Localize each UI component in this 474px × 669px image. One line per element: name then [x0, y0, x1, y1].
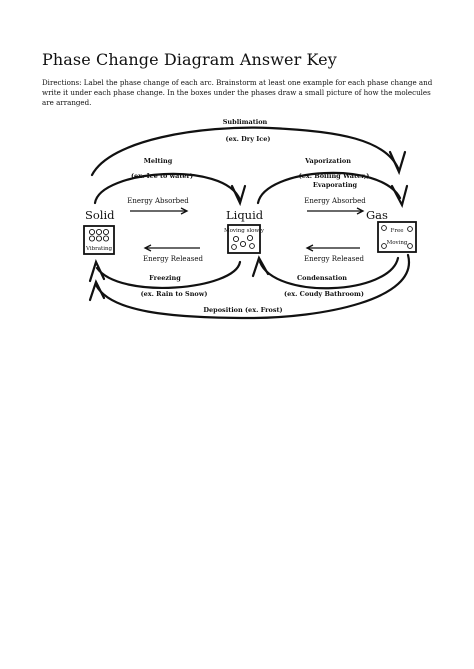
liquid-molecules: [231, 234, 255, 250]
solid-box-note: Vibrating: [85, 246, 113, 252]
directions-text: Directions: Label the phase change of ea…: [42, 78, 433, 107]
deposition-arc: [94, 253, 411, 320]
condensation-example: (ex. Coudy Bathroom): [284, 290, 364, 298]
melting-label: Melting: [144, 157, 173, 165]
liquid-box: [227, 224, 261, 254]
freezing-label: Freezing: [149, 274, 181, 282]
energy-released-left-label: Energy Released: [143, 255, 203, 263]
vaporization-arc: [256, 171, 402, 205]
gas-box-note-2: Moving: [387, 240, 408, 246]
freezing-example: (ex. Rain to Snow): [141, 290, 208, 298]
melting-arc: [93, 172, 242, 205]
deposition-arrowhead: [88, 279, 106, 302]
page-title: Phase Change Diagram Answer Key: [42, 50, 337, 69]
energy-absorbed-right-label: Energy Absorbed: [304, 197, 366, 205]
energy-released-right-head: [305, 244, 314, 252]
gas-label: Gas: [366, 208, 388, 222]
vaporization-label: Vaporization: [304, 157, 351, 165]
energy-absorbed-right-head: [356, 207, 365, 215]
gas-molecules: [381, 225, 413, 249]
energy-absorbed-left-label: Energy Absorbed: [127, 197, 189, 205]
energy-absorbed-left-head: [180, 207, 189, 215]
condensation-arrowhead: [251, 255, 270, 278]
condensation-arc: [258, 256, 400, 290]
gas-box: [377, 221, 417, 253]
melting-example: (ex. Ice to water): [131, 172, 193, 180]
solid-label: Solid: [85, 208, 115, 222]
sublimation-label: Sublimation: [223, 118, 268, 126]
sublimation-example: (ex. Dry Ice): [226, 135, 271, 143]
liquid-box-note: Moving slowly: [224, 228, 265, 234]
vaporization-arrowhead: [390, 184, 409, 209]
deposition-label: Deposition (ex. Frost): [203, 306, 282, 314]
sublimation-arc: [90, 126, 400, 177]
freezing-arc: [95, 260, 242, 289]
solid-molecules: [88, 228, 110, 242]
freezing-arrowhead: [88, 258, 106, 283]
condensation-label: Condensation: [297, 274, 347, 282]
energy-released-left-head: [143, 244, 152, 252]
liquid-label: Liquid: [226, 208, 264, 222]
energy-released-right-label: Energy Released: [304, 255, 364, 263]
melting-arrowhead: [230, 184, 247, 207]
solid-box: [83, 225, 115, 255]
gas-box-note-1: Free: [391, 228, 404, 234]
sublimation-arrowhead: [388, 150, 407, 176]
vaporization-example-2: Evaporating: [313, 181, 358, 189]
vaporization-example: (ex. Boiling Water,): [299, 172, 370, 180]
